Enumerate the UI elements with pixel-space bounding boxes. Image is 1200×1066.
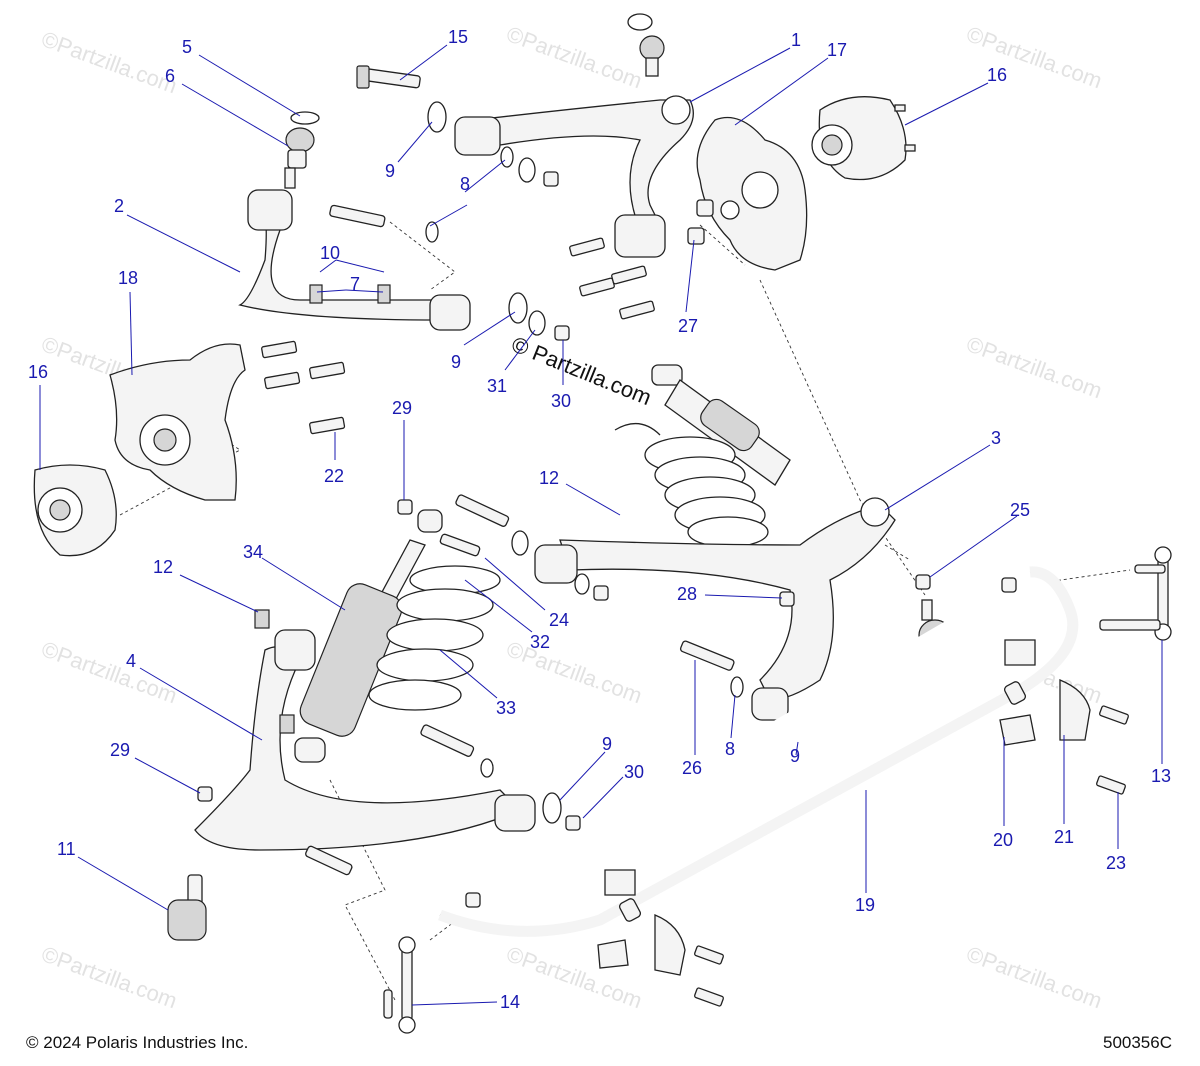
callout-9-upper: 9 [385,161,395,181]
bolt-upper-arm [329,204,439,243]
watermark-11: ©Partzilla.com [963,941,1105,1013]
rear-spring [644,436,769,548]
callout-5: 5 [182,37,192,57]
callout-34: 34 [243,542,263,562]
rear-shock [651,364,791,486]
callout-12-front: 12 [153,557,173,577]
callout-22: 22 [324,466,344,486]
callout-32: 32 [530,632,550,652]
bolts-sway-bar [465,577,1129,1007]
callout-12-rear: 12 [539,468,559,488]
ball-joint-left [284,111,320,189]
watermark-3: ©Partzilla.com [963,21,1105,93]
callout-3: 3 [991,428,1001,448]
callout-9-front: 9 [602,734,612,754]
washer-9-upper [427,101,559,187]
knuckle-rear [696,116,808,271]
callout-27: 27 [678,316,698,336]
hardware-9-31-30 [508,292,570,341]
callout-16-right: 16 [987,65,1007,85]
knuckle-front [109,343,246,501]
callout-16-left: 16 [28,362,48,382]
callout-23: 23 [1106,853,1126,873]
bolts-front-arm [197,499,581,876]
callout-24: 24 [549,610,569,630]
callout-31: 31 [487,376,507,396]
callout-7: 7 [350,274,360,294]
lower-a-arm-front [194,609,536,851]
wheel-hub-left [33,464,117,557]
callout-28: 28 [677,584,697,604]
bolt-24 [439,494,931,607]
callout-25: 25 [1010,500,1030,520]
callout-30-lower: 30 [624,762,644,782]
callout-26: 26 [682,758,702,778]
callout-21: 21 [1054,827,1074,847]
watermark-1: ©Partzilla.com [38,26,180,98]
callout-29-lower: 29 [110,740,130,760]
callout-30-upper: 30 [551,391,571,411]
leader-lines [39,44,1163,1006]
front-shock [294,509,443,763]
watermark-2: ©Partzilla.com [503,21,645,93]
sway-bar-bushings [597,639,1091,976]
ball-joint-top [627,13,665,77]
wheel-hub-right [811,96,916,181]
upper-a-arm-front [238,189,471,331]
callout-13: 13 [1151,766,1171,786]
ball-joint-11 [167,874,207,941]
watermark-9: ©Partzilla.com [38,941,180,1013]
callout-9-middle: 9 [451,352,461,372]
callout-9-rear: 9 [790,746,800,766]
bolts-22 [261,340,346,435]
callout-17: 17 [827,40,847,60]
callout-6: 6 [165,66,175,86]
end-links [383,546,1172,1034]
copyright-text: © 2024 Polaris Industries Inc. [26,1033,249,1052]
center-watermark: © Partzilla.com [508,331,655,410]
upper-a-arm-rear [454,95,694,258]
callout-2: 2 [114,196,124,216]
watermark-5: ©Partzilla.com [963,331,1105,403]
callout-15: 15 [448,27,468,47]
callout-labels: 1 2 3 4 5 6 7 8 8 9 9 9 9 10 11 12 12 13… [28,27,1171,1012]
callout-1: 1 [791,30,801,50]
callout-29-upper: 29 [392,398,412,418]
callout-4: 4 [126,651,136,671]
callout-19: 19 [855,895,875,915]
callout-8-lower: 8 [725,739,735,759]
lower-a-arm-rear [534,497,896,721]
bolt-15 [356,65,421,89]
bolts-upper-group [569,199,714,320]
watermark-7: ©Partzilla.com [503,636,645,708]
callout-10: 10 [320,243,340,263]
spring-retainer [614,423,661,436]
callout-33: 33 [496,698,516,718]
sway-bar [438,566,1079,937]
watermark-6: ©Partzilla.com [38,636,180,708]
callout-11: 11 [57,839,76,859]
callout-18: 18 [118,268,138,288]
callout-20: 20 [993,830,1013,850]
callout-8-upper: 8 [460,174,470,194]
callout-14: 14 [500,992,520,1012]
diagram-number: 500356C [1102,1033,1172,1052]
